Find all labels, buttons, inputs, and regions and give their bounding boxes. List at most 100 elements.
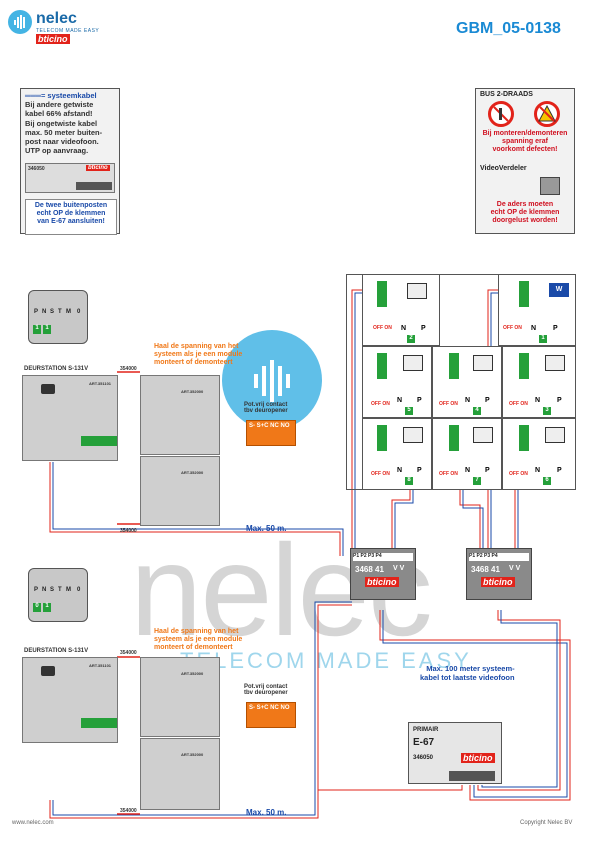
camera-icon [41, 384, 55, 394]
info-box-left: ═══= systeemkabel Bij andere getwiste ka… [20, 88, 120, 235]
warning-line: spanning eraf [502, 138, 548, 145]
port-label: P2 [360, 553, 367, 559]
door-module-2c: ART.352000 [140, 738, 220, 810]
port-label: P3 [484, 553, 491, 559]
terminal-strip [81, 718, 117, 728]
vp-number: 3 [543, 407, 551, 415]
port-label: P4 [491, 553, 498, 559]
vp-number: 4 [473, 407, 481, 415]
vp-off-on: OFF ON [439, 471, 458, 477]
note-line: monteert of demonteert [154, 359, 233, 366]
distributor-mini-icon [540, 177, 560, 195]
vp-terminal-block [519, 353, 529, 379]
videophone-unit: OFF ON N P 7 [432, 418, 502, 490]
warning-line: echt OP de klemmen [36, 210, 106, 217]
vp-number: 1 [539, 335, 547, 343]
distrib-code: 3468 41 [355, 565, 384, 574]
vp-p: P [485, 467, 490, 474]
e67-module-mini: 346050 bticino [25, 163, 115, 193]
vp-terminal-block [377, 425, 387, 451]
cable-code: 354000 [120, 366, 137, 372]
vp-p: P [417, 467, 422, 474]
max-distance: Max. 50 m. [246, 808, 287, 817]
relay-block: S- S+C NC NO [246, 702, 296, 728]
info-box-right: BUS 2-DRAADS Bij monteren/demonteren spa… [475, 88, 575, 234]
terminal-label-t: T [58, 587, 62, 593]
info-line: post naar videofoon. [25, 137, 99, 147]
vp-number: 6 [543, 477, 551, 485]
warning-line: doorgelust worden! [492, 217, 558, 224]
video-distributor: P1 P2 P3 P4 3468 41 V V bticino [350, 548, 416, 600]
note-line: monteert of demonteert [154, 644, 233, 651]
distrib-code: 3468 41 [471, 565, 500, 574]
vp-w-text: W [555, 286, 563, 293]
info-line: kabel 66% afstand! [25, 109, 93, 119]
videophone-unit: OFF ON N P 2 [362, 274, 440, 346]
distrib-vv: V V [393, 565, 405, 572]
warning-box-right-1: Bij monteren/demonteren spanning eraf vo… [478, 130, 572, 154]
terminal-label-n: N [42, 309, 47, 315]
vp-terminal-block [519, 425, 529, 451]
note-line: Pot.vrij contact [244, 684, 288, 690]
warning-line: echt OP de klemmen [490, 209, 560, 216]
warning-line: van E-67 aansluiten! [37, 218, 105, 225]
vp-off-on: OFF ON [373, 325, 392, 331]
vp-n: N [397, 467, 403, 474]
port-label: P3 [368, 553, 375, 559]
max-system-cable-note: Max. 100 meter systeem- kabel tot laatst… [420, 664, 515, 682]
terminal-label-t: T [58, 309, 62, 315]
station-label: DEURSTATION S-131V [24, 366, 89, 372]
power-primary: PRIMAIR [413, 727, 439, 733]
vp-off-on: OFF ON [371, 471, 390, 477]
no-tool-icon [488, 101, 514, 127]
terminal-num: 1 [43, 325, 51, 334]
cable-code: 354000 [120, 808, 137, 814]
terminal-num: 0 [33, 603, 41, 612]
info-line: Bij ongetwiste kabel [25, 118, 98, 128]
vp-number: 5 [405, 407, 413, 415]
warning-line: Bij monteren/demonteren [482, 130, 568, 137]
module-brand: bticino [86, 165, 110, 171]
door-module-1c: ART.352000 [140, 456, 220, 526]
terminal-label-s: S [50, 309, 55, 315]
module-code: ART.352000 [181, 752, 204, 757]
terminal-label-p: P [34, 309, 39, 315]
vp-screen-icon [545, 355, 565, 371]
doc-code: GBM_05-0138 [456, 20, 561, 37]
distrib-ports: P1 P2 P3 P4 [469, 553, 529, 561]
module-code: ART.352000 [181, 389, 204, 394]
videophone-unit: OFF ON N P 4 [432, 346, 502, 418]
vp-screen-icon [473, 355, 493, 371]
website: www.nelec.com [12, 820, 54, 826]
note-line: Max. 100 meter systeem- [426, 664, 515, 673]
vp-terminal-block [449, 425, 459, 451]
contact-note: Pot.vrij contact tbv deuropener [244, 402, 288, 414]
vp-terminal-block [519, 281, 529, 307]
vp-w-badge-icon: W [549, 283, 569, 297]
terminal-label-n: N [42, 587, 47, 593]
note-line: systeem als je een module [154, 636, 243, 643]
info-line: max. 50 meter buiten- [25, 127, 103, 137]
videophone-unit: W OFF ON N P 1 [498, 274, 576, 346]
vp-number: 8 [405, 477, 413, 485]
note-line: systeem als je een module [154, 351, 243, 358]
vp-p: P [417, 397, 422, 404]
vp-p: P [553, 325, 558, 332]
info-right-title: BUS 2-DRAADS [480, 91, 533, 98]
vp-off-on: OFF ON [439, 401, 458, 407]
videophone-unit: OFF ON N P 8 [362, 418, 432, 490]
door-module-2b: ART.352000 [140, 657, 220, 737]
note-line: Pot.vrij contact [244, 402, 288, 408]
vp-terminal-block [449, 353, 459, 379]
vp-number: 7 [473, 477, 481, 485]
info-right-subtitle: VideoVerdeler [480, 165, 527, 172]
port-label: P4 [375, 553, 382, 559]
vp-n: N [465, 467, 471, 474]
vp-off-on: OFF ON [371, 401, 390, 407]
terminal-block-1: P N S T M 0 1 1 [28, 290, 88, 344]
vp-p: P [421, 325, 426, 332]
module-warning: Haal de spanning van het systeem als je … [154, 343, 242, 367]
relay-terminals: S- S+C NC NO [249, 423, 290, 429]
vp-off-on: OFF ON [509, 401, 528, 407]
videophone-unit: OFF ON N P 6 [502, 418, 576, 490]
